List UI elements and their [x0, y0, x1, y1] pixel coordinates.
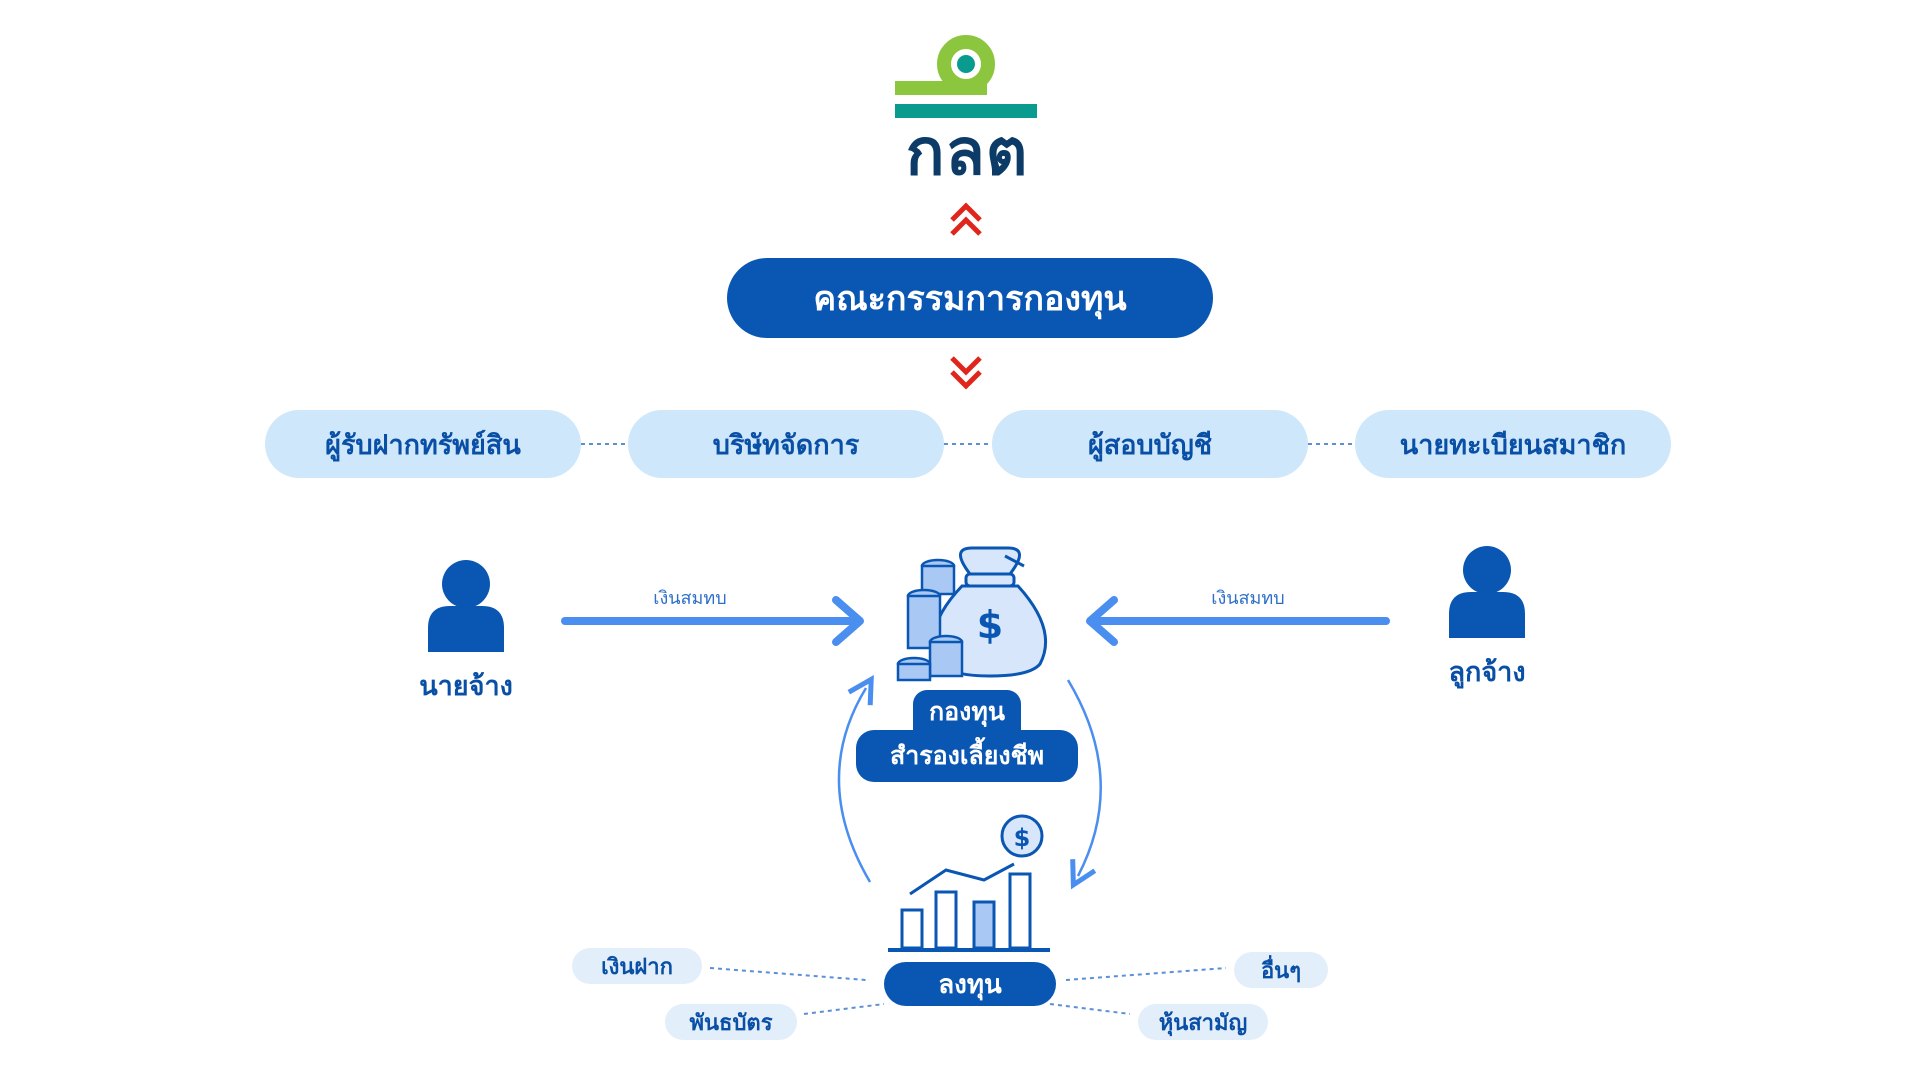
- provident-fund-label: กองทุน สำรองเลี้ยงชีพ: [856, 690, 1078, 782]
- fund-committee-box: คณะกรรมการกองทุน: [727, 258, 1213, 338]
- party-custodian: ผู้รับฝากทรัพย์สิน: [265, 410, 581, 478]
- instrument-deposit: เงินฝาก: [572, 948, 702, 984]
- employer-contribution-label: เงินสมทบ: [653, 588, 727, 609]
- fund-to-invest-arrow: [1066, 679, 1102, 876]
- provident-fund-label-line1: กองทุน: [913, 690, 1021, 734]
- instrument-link: [1065, 967, 1227, 981]
- instrument-other: อื่นๆ: [1234, 952, 1328, 988]
- double-chevron-up-icon: [950, 202, 982, 236]
- instrument-link: [709, 967, 867, 981]
- employer-person-icon: [428, 560, 504, 652]
- employer-label: นายจ้าง: [419, 671, 513, 702]
- money-bag-coins-icon: $: [896, 546, 1048, 682]
- sec-thailand-logo: [895, 35, 1037, 118]
- instrument-common-stock: หุ้นสามัญ: [1138, 1004, 1268, 1040]
- invest-to-fund-arrow: [837, 688, 870, 883]
- instrument-bond: พันธบัตร: [665, 1004, 797, 1040]
- employee-contribution-label: เงินสมทบ: [1211, 588, 1285, 609]
- employee-contribution-arrow: [1086, 596, 1390, 646]
- employee-person-icon: [1449, 546, 1525, 638]
- bar-chart-growth-icon: $: [888, 814, 1050, 952]
- svg-text:$: $: [1014, 824, 1031, 852]
- party-member-registrar: นายทะเบียนสมาชิก: [1355, 410, 1671, 478]
- employer-contribution-arrow: [561, 596, 864, 646]
- provident-fund-label-line2: สำรองเลี้ยงชีพ: [856, 730, 1078, 782]
- employee-label: ลูกจ้าง: [1448, 657, 1526, 688]
- party-auditor: ผู้สอบบัญชี: [992, 410, 1308, 478]
- party-management-company: บริษัทจัดการ: [628, 410, 944, 478]
- invest-box: ลงทุน: [884, 962, 1056, 1006]
- double-chevron-down-icon: [950, 356, 982, 390]
- instrument-link: [803, 1003, 885, 1015]
- instrument-link: [1049, 1003, 1131, 1015]
- svg-text:$: $: [977, 603, 1003, 647]
- sec-logo-wordmark: กลต: [905, 116, 1029, 190]
